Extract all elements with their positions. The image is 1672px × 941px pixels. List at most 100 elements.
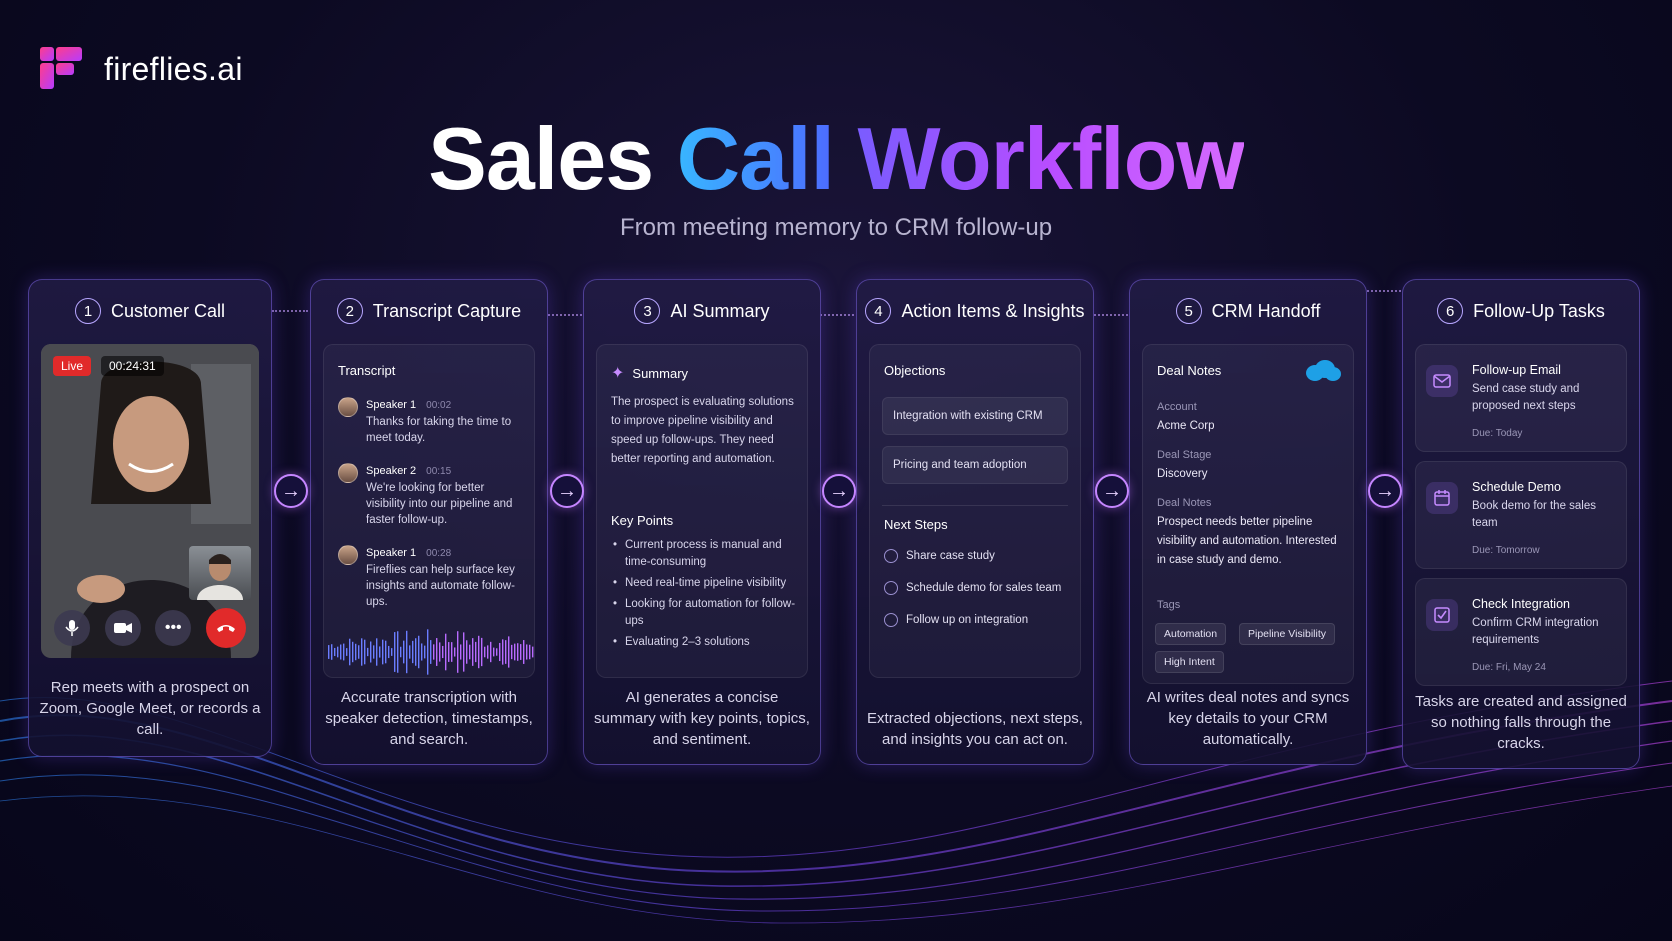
timestamp: 00:28 <box>426 548 451 559</box>
task-due-date: Due: Tomorrow <box>1472 545 1540 556</box>
title-call: Call <box>677 109 834 208</box>
brand-name: fireflies.ai <box>104 51 243 88</box>
waveform-bar <box>430 640 431 664</box>
next-step-label: Schedule demo for sales team <box>906 582 1061 594</box>
deal-notes-label: Deal Notes <box>1157 497 1211 509</box>
next-step-item[interactable]: Share case study <box>884 549 995 563</box>
stage-transcript-capture: 2 Transcript Capture Transcript Speaker … <box>310 279 548 765</box>
objections-title: Objections <box>884 363 945 378</box>
waveform-bar <box>466 640 467 663</box>
summary-panel: ✦ Summary The prospect is evaluating sol… <box>596 344 808 678</box>
connector-line <box>272 310 308 312</box>
key-points-title: Key Points <box>611 513 673 528</box>
stage-caption: Rep meets with a prospect on Zoom, Googl… <box>39 677 261 740</box>
page-title: Sales Call Workflow <box>0 108 1672 210</box>
waveform-bar <box>529 645 530 659</box>
waveform-bar <box>502 639 503 664</box>
task-card[interactable]: Schedule Demo Book demo for the sales te… <box>1415 461 1627 569</box>
waveform-bar <box>505 640 506 664</box>
waveform-bar <box>394 632 395 672</box>
deal-notes-title: Deal Notes <box>1157 363 1221 378</box>
waveform-bar <box>457 631 458 673</box>
stage-customer-call: 1 Customer Call Live 00:24:31 <box>28 279 272 757</box>
more-icon[interactable]: ••• <box>155 610 191 646</box>
tag: Pipeline Visibility <box>1239 623 1335 645</box>
stage-ai-summary: 3 AI Summary ✦ Summary The prospect is e… <box>583 279 821 765</box>
radio-circle-icon[interactable] <box>884 581 898 595</box>
radio-circle-icon[interactable] <box>884 549 898 563</box>
speaker-name: Speaker 2 <box>366 465 416 477</box>
stage-caption: AI generates a concise summary with key … <box>594 687 810 750</box>
microphone-icon[interactable] <box>54 610 90 646</box>
title-sales: Sales <box>428 109 653 208</box>
video-call-window: Live 00:24:31 ••• <box>41 344 259 658</box>
waveform-bar <box>340 645 341 660</box>
deal-notes-panel: Deal Notes Account Acme Corp Deal Stage … <box>1142 344 1354 684</box>
waveform-bar <box>511 645 512 659</box>
task-description: Send case study and proposed next steps <box>1472 381 1618 415</box>
summary-text: The prospect is evaluating solutions to … <box>611 393 797 469</box>
task-title: Schedule Demo <box>1472 480 1561 494</box>
arrow-right-icon: → <box>274 474 308 508</box>
transcript-text: Fireflies can help surface key insights … <box>366 562 524 610</box>
arrow-right-icon: → <box>550 474 584 508</box>
connector-line <box>548 314 582 316</box>
waveform-bar <box>364 640 365 665</box>
waveform-bar <box>361 638 362 665</box>
transcript-title: Transcript <box>338 363 395 378</box>
stage-header: 4 Action Items & Insights <box>857 298 1093 324</box>
stage-header: 6 Follow-Up Tasks <box>1403 298 1639 324</box>
transcript-entry: Speaker 2 00:15 We're looking for better … <box>338 463 524 528</box>
waveform-bar <box>472 638 473 666</box>
waveform-bar <box>409 645 410 658</box>
stage-caption: Extracted objections, next steps, and in… <box>867 708 1083 750</box>
connector-line <box>820 314 854 316</box>
task-card[interactable]: Follow-up Email Send case study and prop… <box>1415 344 1627 452</box>
list-item: Need real-time pipeline visibility <box>611 575 799 592</box>
checkbox-icon <box>1426 599 1458 631</box>
connector-line <box>1094 314 1128 316</box>
call-controls: ••• <box>41 608 259 648</box>
transcript-text: We're looking for better visibility into… <box>366 480 524 528</box>
stage-title: Transcript Capture <box>373 301 521 322</box>
calendar-icon <box>1426 482 1458 514</box>
waveform-bar <box>373 645 374 658</box>
end-call-icon[interactable] <box>206 608 246 648</box>
task-title: Follow-up Email <box>1472 363 1561 377</box>
next-steps-title: Next Steps <box>884 517 948 532</box>
account-label: Account <box>1157 401 1197 413</box>
audio-waveform <box>324 627 535 677</box>
waveform-bar <box>343 644 344 661</box>
waveform-bar <box>331 644 332 660</box>
task-due-date: Due: Today <box>1472 428 1522 439</box>
sparkle-icon: ✦ <box>611 363 624 383</box>
salesforce-cloud-icon <box>1305 359 1341 383</box>
radio-circle-icon[interactable] <box>884 613 898 627</box>
self-view-thumbnail <box>189 546 251 600</box>
speaker-name: Speaker 1 <box>366 399 416 411</box>
waveform-bar <box>526 644 527 659</box>
tag: Automation <box>1155 623 1226 645</box>
next-step-item[interactable]: Follow up on integration <box>884 613 1028 627</box>
waveform-bar <box>490 642 491 662</box>
timestamp: 00:15 <box>426 466 451 477</box>
waveform-bar <box>346 648 347 656</box>
task-title: Check Integration <box>1472 597 1570 611</box>
waveform-bar <box>334 648 335 656</box>
objection-item: Integration with existing CRM <box>882 397 1068 435</box>
waveform-bar <box>367 648 368 656</box>
next-step-item[interactable]: Schedule demo for sales team <box>884 581 1061 595</box>
waveform-bar <box>349 639 350 666</box>
waveform-bar <box>454 647 455 656</box>
waveform-bar <box>328 645 329 659</box>
next-step-label: Share case study <box>906 550 995 562</box>
waveform-bar <box>424 646 425 659</box>
waveform-bar <box>523 640 524 664</box>
waveform-bar <box>487 645 488 658</box>
arrow-right-icon: → <box>1368 474 1402 508</box>
waveform-bar <box>388 646 389 658</box>
task-card[interactable]: Check Integration Confirm CRM integratio… <box>1415 578 1627 686</box>
stage-title: Customer Call <box>111 301 225 322</box>
camera-icon[interactable] <box>105 610 141 646</box>
